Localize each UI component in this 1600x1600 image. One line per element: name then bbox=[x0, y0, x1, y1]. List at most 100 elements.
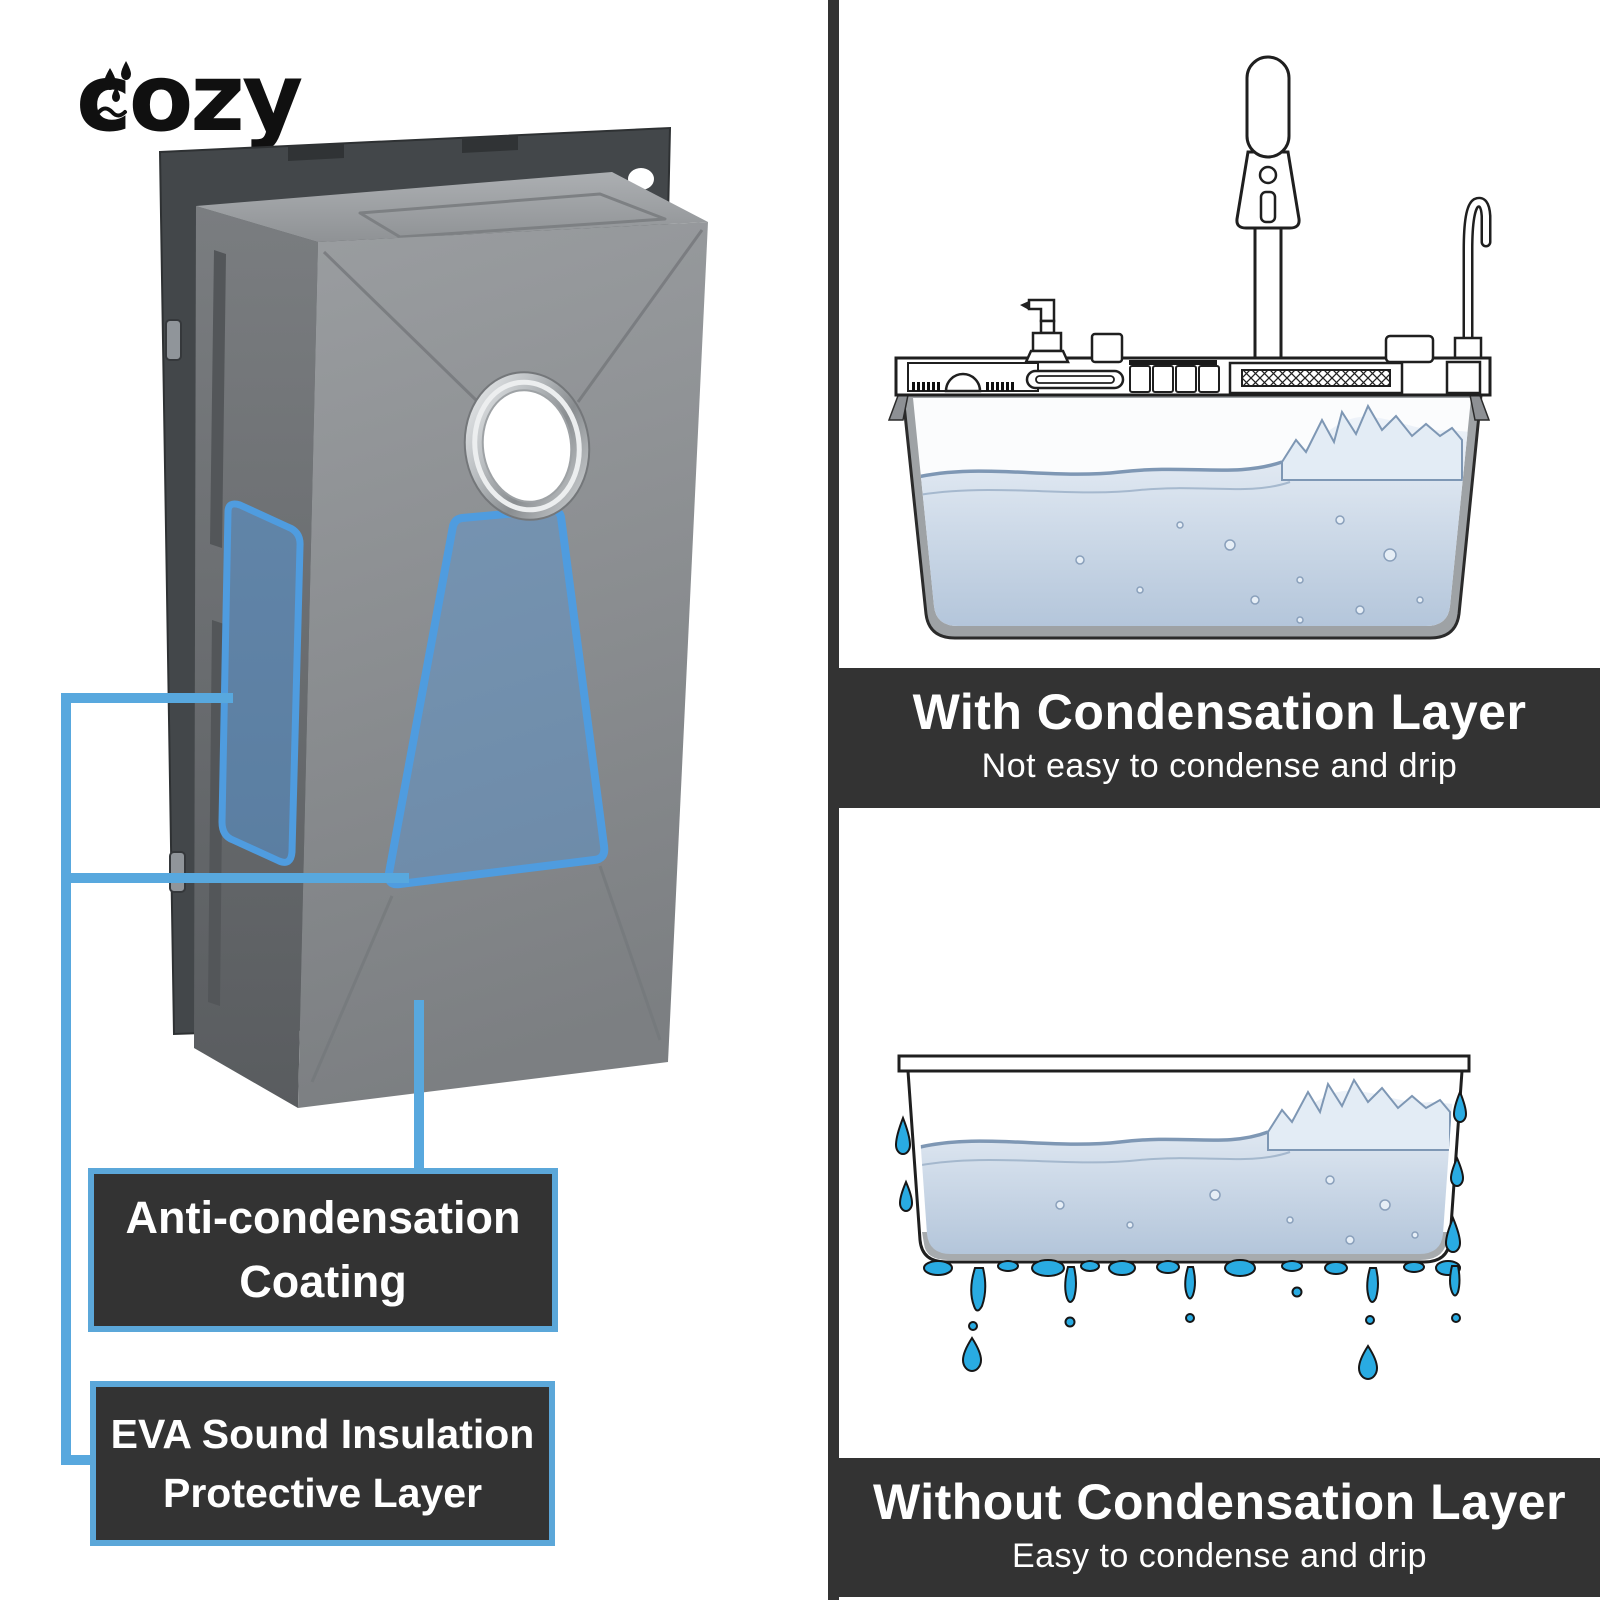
callout-label-line: Coating bbox=[239, 1256, 407, 1307]
drip-blob bbox=[1108, 1260, 1136, 1276]
wave-crest bbox=[1281, 403, 1463, 481]
faucet-pipe bbox=[1253, 226, 1283, 362]
wall-drip bbox=[894, 1115, 912, 1155]
water bbox=[916, 1078, 1454, 1254]
dispenser-neck bbox=[1039, 319, 1056, 335]
callout-line-to-eva-box bbox=[61, 1455, 95, 1465]
falling-drop bbox=[1185, 1313, 1195, 1323]
banner-subtitle: Easy to condense and drip bbox=[1011, 1537, 1428, 1575]
callout-eva-sound-insulation: EVA Sound Insulation Protective Layer bbox=[90, 1381, 555, 1546]
logo-droplet-icon bbox=[112, 87, 120, 102]
hook-spout-faucet bbox=[1453, 196, 1492, 364]
drip-blob bbox=[1403, 1261, 1425, 1273]
deck-slot bbox=[1025, 369, 1125, 390]
faucet-head bbox=[1235, 150, 1301, 230]
faucet-wand bbox=[1245, 55, 1291, 159]
callout-lines bbox=[61, 693, 424, 1465]
plate-clip bbox=[165, 319, 182, 361]
box-top-inset bbox=[358, 192, 667, 239]
falling-drop-large bbox=[1357, 1344, 1379, 1380]
side-groove bbox=[208, 620, 224, 1006]
water bbox=[913, 403, 1471, 626]
deck-right-box bbox=[1384, 334, 1435, 364]
faucet-slot bbox=[1259, 190, 1277, 224]
drip-blob bbox=[1080, 1260, 1100, 1272]
logo-droplet-icon bbox=[121, 61, 131, 80]
deck-button bbox=[1129, 365, 1151, 393]
plate-clip bbox=[169, 851, 186, 893]
drip-blob bbox=[1031, 1259, 1065, 1277]
deck-button bbox=[1152, 365, 1174, 393]
front-crease bbox=[598, 865, 662, 1041]
hook-tube bbox=[1465, 199, 1489, 361]
drain-opening bbox=[481, 389, 573, 503]
hanging-drip bbox=[1064, 1266, 1077, 1303]
brand-logo: cozy bbox=[76, 44, 305, 153]
drip-blob bbox=[1324, 1261, 1348, 1275]
drip-blob bbox=[1156, 1260, 1180, 1274]
falling-drop bbox=[1064, 1316, 1076, 1328]
faucet-button bbox=[1258, 165, 1278, 185]
drain-ring-inner bbox=[472, 379, 582, 513]
drain-hole bbox=[463, 371, 591, 521]
falling-drop bbox=[1365, 1315, 1375, 1325]
callout-label-line: Protective Layer bbox=[162, 1469, 483, 1516]
falling-drop bbox=[1291, 1286, 1303, 1298]
wall-drip bbox=[1449, 1155, 1465, 1187]
callout-line-to-front-pad bbox=[61, 873, 409, 883]
sink-without-layer-illustration bbox=[894, 1054, 1471, 1380]
hanging-drip bbox=[1449, 1265, 1461, 1297]
falling-drop bbox=[968, 1321, 978, 1331]
deck-end-cap bbox=[1445, 360, 1482, 395]
front-crease bbox=[576, 229, 704, 403]
deck-arch bbox=[944, 372, 982, 393]
logo-droplet-icon bbox=[104, 68, 116, 90]
wall-drip bbox=[1452, 1089, 1468, 1123]
banner-title: Without Condensation Layer bbox=[872, 1474, 1567, 1530]
condensation-drips bbox=[894, 1089, 1468, 1380]
wall-drip bbox=[898, 1179, 914, 1212]
callout-anti-condensation-coating: Anti-condensation Coating bbox=[88, 1168, 558, 1332]
logo-wave-icon bbox=[97, 106, 127, 118]
front-crease bbox=[310, 895, 394, 1083]
banner-with-condensation: With Condensation Layer Not easy to cond… bbox=[839, 668, 1600, 808]
wave-line bbox=[913, 481, 1291, 497]
wall-drip bbox=[1444, 1215, 1462, 1253]
deck-button bbox=[1175, 365, 1197, 393]
wave-line bbox=[913, 460, 1283, 480]
hanging-drip bbox=[1184, 1266, 1196, 1300]
hanging-drip bbox=[1366, 1267, 1379, 1303]
banner-title: With Condensation Layer bbox=[912, 684, 1527, 740]
dispenser-base bbox=[1024, 349, 1070, 364]
drip-blob bbox=[1281, 1260, 1303, 1272]
callout-label-line: EVA Sound Insulation bbox=[110, 1411, 535, 1458]
deck-slot-inner bbox=[1035, 375, 1115, 384]
soap-dispenser bbox=[1020, 298, 1070, 364]
wave-line bbox=[916, 1151, 1291, 1167]
callout-line-to-coating-box bbox=[414, 1000, 424, 1170]
sink-with-layer-illustration bbox=[887, 55, 1492, 640]
pull-down-faucet bbox=[1235, 55, 1301, 362]
dispenser-spout bbox=[1027, 298, 1056, 323]
anti-condensation-pad-side bbox=[218, 500, 304, 866]
banner-subtitle: Not easy to condense and drip bbox=[981, 747, 1458, 785]
mounting-tab bbox=[462, 136, 518, 153]
deck-comb bbox=[912, 382, 1014, 391]
hanging-drip bbox=[970, 1267, 987, 1312]
banner-without-condensation: Without Condensation Layer Easy to conde… bbox=[839, 1458, 1600, 1597]
front-crease bbox=[322, 250, 480, 404]
deck-knob bbox=[1090, 332, 1124, 364]
callout-line-to-side-pad bbox=[61, 693, 233, 703]
wave-crest bbox=[1267, 1078, 1451, 1151]
panel-divider bbox=[828, 0, 839, 1600]
dispenser-tip bbox=[1020, 301, 1029, 310]
drip-blob bbox=[1224, 1259, 1256, 1277]
side-groove bbox=[210, 250, 226, 548]
wave-line bbox=[916, 1130, 1269, 1150]
drip-blob bbox=[997, 1260, 1019, 1272]
water-bubbles bbox=[1075, 515, 1424, 624]
falling-drop bbox=[1451, 1313, 1461, 1323]
deck-details bbox=[907, 360, 1482, 395]
callout-line-vertical-left bbox=[61, 693, 71, 1465]
